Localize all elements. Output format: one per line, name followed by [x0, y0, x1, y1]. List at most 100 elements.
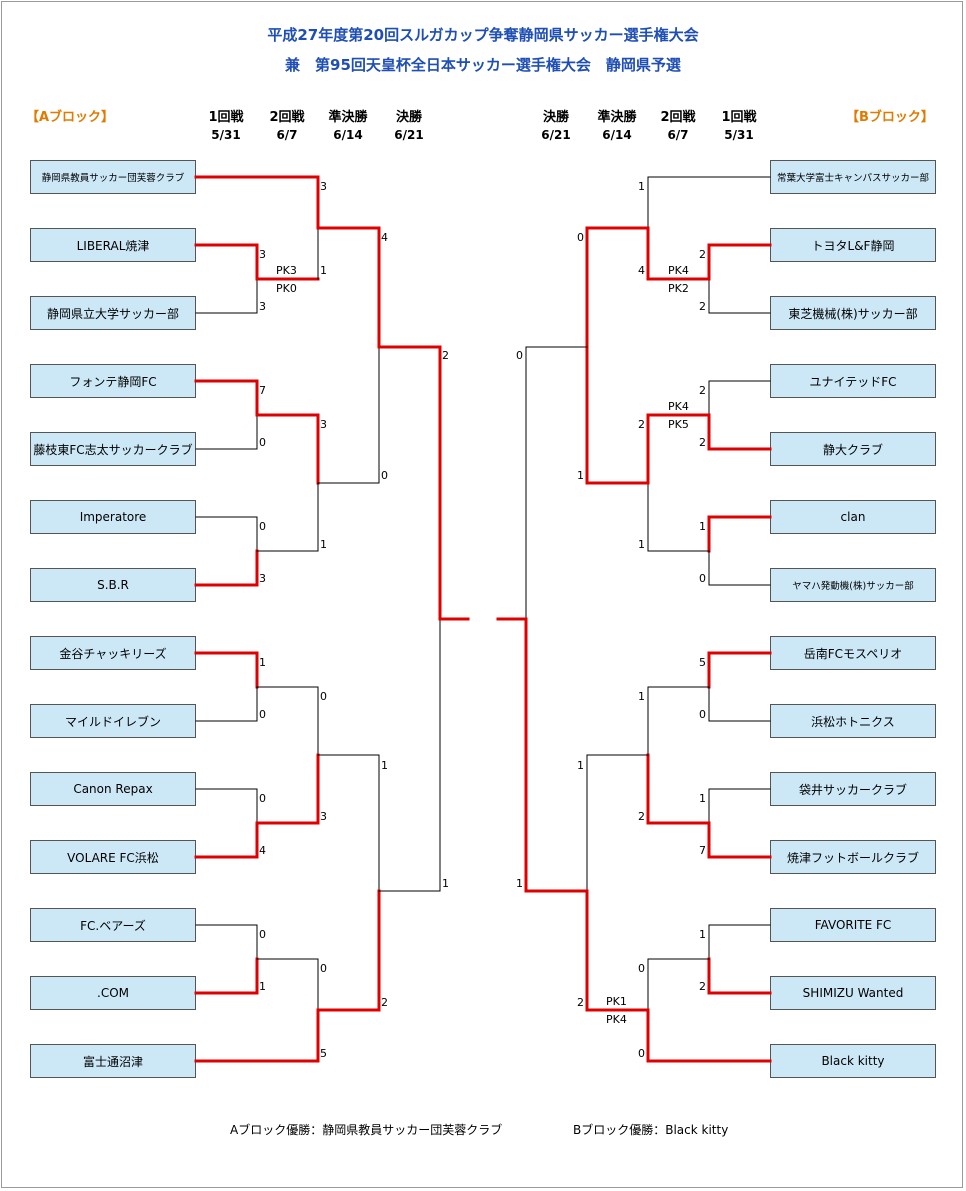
score: 0 — [699, 572, 706, 585]
score: 0 — [259, 792, 266, 805]
score: 1 — [516, 877, 523, 890]
team-box: 東芝機械(株)サッカー部 — [770, 296, 936, 330]
score: 2 — [699, 300, 706, 313]
score: 2 — [577, 996, 584, 1009]
team-box: 岳南FCモスペリオ — [770, 636, 936, 670]
bracket-line — [317, 754, 380, 892]
score: 0 — [577, 231, 584, 244]
score: 3 — [259, 300, 266, 313]
bracket-line — [708, 550, 771, 586]
left-round-2-date: 6/7 — [276, 128, 298, 142]
bracket-line — [255, 753, 320, 825]
team-box: .COM — [30, 976, 196, 1010]
bracket-line — [194, 651, 259, 689]
bracket-line — [707, 515, 772, 553]
right-round-2-name: 準決勝 — [597, 110, 637, 125]
score: 2 — [638, 810, 645, 823]
team-box: S.B.R — [30, 568, 196, 602]
team-box: SHIMIZU Wanted — [770, 976, 936, 1010]
pk-label: PK4 — [668, 400, 689, 413]
bracket-line — [707, 821, 772, 859]
team-box: トヨタL&F静岡 — [770, 228, 936, 262]
score: 7 — [699, 844, 706, 857]
right-round-1-name: 決勝 — [542, 110, 569, 125]
right-round-4-date: 5/31 — [724, 128, 754, 142]
bracket-line — [708, 924, 771, 960]
bracket-line — [195, 414, 258, 450]
team-box: 静岡県立大学サッカー部 — [30, 296, 196, 330]
bracket-line — [378, 618, 441, 892]
right-round-4-name: 1回戦 — [721, 110, 757, 125]
bracket-line — [195, 788, 258, 824]
bracket-line — [195, 278, 258, 314]
team-box: 富士通沼津 — [30, 1044, 196, 1078]
pk-label: PK1 — [606, 995, 627, 1008]
score: 1 — [699, 792, 706, 805]
bracket-line — [256, 482, 319, 552]
score: 0 — [259, 436, 266, 449]
team-box: 静岡県教員サッカー団芙蓉クラブ — [30, 160, 196, 194]
score: 5 — [320, 1047, 327, 1060]
team-box: Black kitty — [770, 1044, 936, 1078]
bracket-line — [647, 176, 771, 229]
bracket-line — [647, 482, 710, 552]
bracket-line — [316, 226, 381, 349]
team-box: 金谷チャッキリーズ — [30, 636, 196, 670]
left-round-4-name: 決勝 — [395, 110, 422, 125]
pk-label: PK4 — [606, 1013, 627, 1026]
score: 0 — [259, 520, 266, 533]
team-box: 焼津フットボールクラブ — [770, 840, 936, 874]
score: 1 — [638, 180, 645, 193]
score: 0 — [516, 349, 523, 362]
bracket-line — [255, 413, 320, 485]
score: 3 — [320, 810, 327, 823]
score: 2 — [699, 980, 706, 993]
bracket-line — [708, 278, 771, 314]
bracket-line — [585, 226, 650, 349]
score: 0 — [381, 469, 388, 482]
pk-label: PK5 — [668, 418, 689, 431]
bracket-line — [707, 243, 772, 281]
bracket-line — [707, 651, 772, 689]
team-box: 藤枝東FC志太サッカークラブ — [30, 432, 196, 466]
score: 1 — [699, 928, 706, 941]
score: 4 — [638, 264, 645, 277]
team-box: 静大クラブ — [770, 432, 936, 466]
score: 1 — [638, 690, 645, 703]
score: 2 — [442, 349, 449, 362]
bracket-line — [377, 345, 442, 621]
bracket-line — [316, 889, 381, 1012]
bracket-line — [708, 380, 771, 416]
bracket-line — [707, 957, 772, 995]
team-box: ユナイテッドFC — [770, 364, 936, 398]
score: 2 — [699, 436, 706, 449]
team-box: 常葉大学富士キャンパスサッカー部 — [770, 160, 936, 194]
team-box: LIBERAL焼津 — [30, 228, 196, 262]
right-round-3-date: 6/7 — [667, 128, 689, 142]
bracket-line — [646, 413, 711, 485]
team-box: フォンテ静岡FC — [30, 364, 196, 398]
score: 3 — [320, 418, 327, 431]
left-round-4-date: 6/21 — [394, 128, 424, 142]
score: 0 — [638, 1047, 645, 1060]
score: 2 — [638, 418, 645, 431]
bracket-line — [585, 889, 650, 1012]
b-block-label: 【Bブロック】 — [846, 110, 934, 125]
team-box: ヤマハ発動機(株)サッカー部 — [770, 568, 936, 602]
right-round-3-name: 2回戦 — [660, 110, 696, 125]
bracket-line — [708, 686, 771, 722]
bracket-line — [317, 346, 380, 484]
score: 4 — [381, 231, 388, 244]
bracket-line — [194, 957, 259, 995]
score: 0 — [320, 962, 327, 975]
bracket-line — [194, 243, 259, 281]
score: 3 — [320, 180, 327, 193]
left-round-2-name: 2回戦 — [269, 110, 305, 125]
team-box: 浜松ホトニクス — [770, 704, 936, 738]
bracket-line — [647, 686, 710, 756]
a-block-winner: Aブロック優勝：静岡県教員サッカー団芙蓉クラブ — [230, 1123, 503, 1137]
title-line-1: 平成27年度第20回スルガカップ争奪静岡県サッカー選手権大会 — [267, 26, 699, 44]
title-line-2: 兼 第95回天皇杯全日本サッカー選手権大会 静岡県予選 — [285, 56, 681, 74]
score: 2 — [699, 384, 706, 397]
